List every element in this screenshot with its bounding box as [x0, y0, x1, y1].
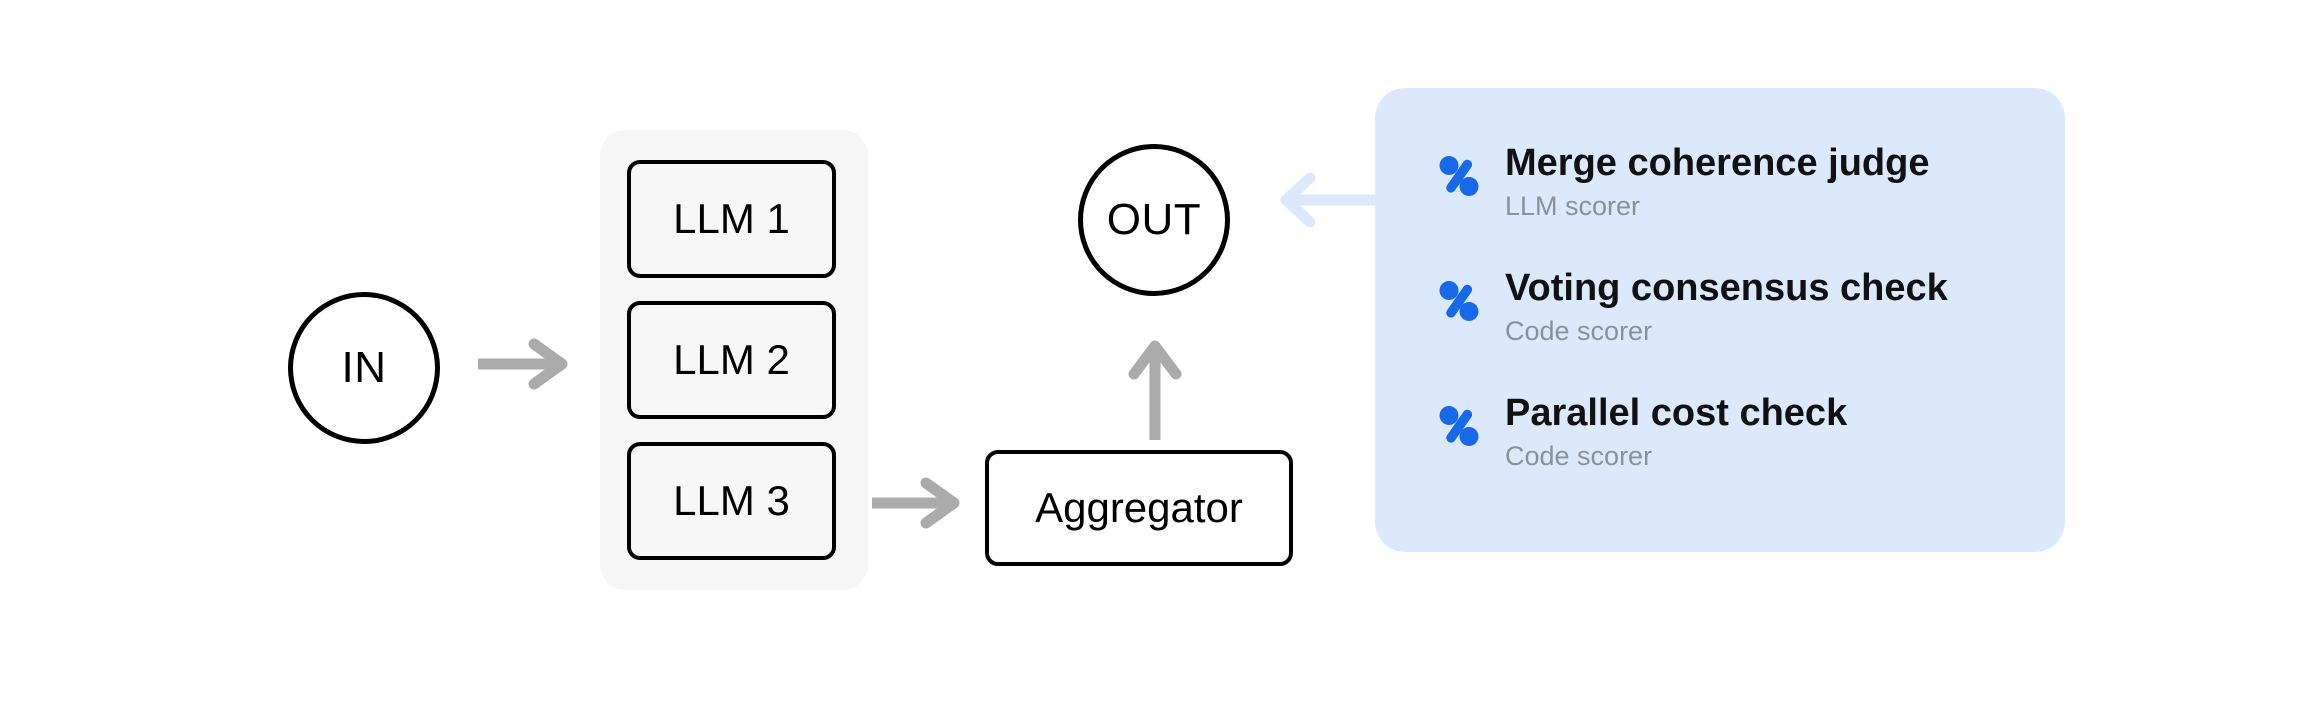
percent-icon [1439, 281, 1479, 321]
scorer-item[interactable]: Parallel cost check Code scorer [1437, 390, 2025, 515]
scorer-item-text: Merge coherence judge LLM scorer [1505, 140, 1929, 224]
edge-scorers-to-out [1280, 172, 1378, 228]
scorer-item-subtitle: Code scorer [1505, 316, 1653, 346]
edge-aggregator-to-out [1128, 340, 1182, 440]
scorer-item-text: Voting consensus check Code scorer [1505, 265, 1948, 349]
node-input-label: IN [341, 343, 387, 392]
scorer-item-subtitle: Code scorer [1505, 441, 1653, 471]
percent-icon [1439, 156, 1479, 196]
scorer-item[interactable]: Merge coherence judge LLM scorer [1437, 140, 2025, 265]
node-llm-1[interactable]: LLM 1 [627, 160, 836, 278]
node-llm-3[interactable]: LLM 3 [627, 442, 836, 560]
edge-llm3-to-aggregator [872, 477, 960, 529]
node-output-label: OUT [1106, 195, 1202, 244]
scorer-item-title: Voting consensus check [1505, 267, 1948, 309]
node-input[interactable]: IN [288, 292, 440, 444]
edge-in-to-llm-group [478, 338, 568, 390]
node-llm-1-label: LLM 1 [673, 195, 790, 242]
scorer-panel: Merge coherence judge LLM scorer Voting … [1375, 88, 2065, 552]
node-aggregator-label: Aggregator [1035, 484, 1243, 531]
node-llm-2[interactable]: LLM 2 [627, 301, 836, 419]
scorer-item-subtitle: LLM scorer [1505, 191, 1641, 221]
scorer-item-title: Parallel cost check [1505, 392, 1848, 434]
percent-icon [1439, 406, 1479, 446]
scorer-item-title: Merge coherence judge [1505, 142, 1930, 184]
node-llm-2-label: LLM 2 [673, 336, 790, 383]
parallel-llm-group: LLM 1 LLM 2 LLM 3 [600, 130, 868, 590]
scorer-item-text: Parallel cost check Code scorer [1505, 390, 1847, 474]
scorer-item[interactable]: Voting consensus check Code scorer [1437, 265, 2025, 390]
node-llm-3-label: LLM 3 [673, 477, 790, 524]
node-aggregator[interactable]: Aggregator [985, 450, 1293, 566]
node-output[interactable]: OUT [1078, 144, 1230, 296]
